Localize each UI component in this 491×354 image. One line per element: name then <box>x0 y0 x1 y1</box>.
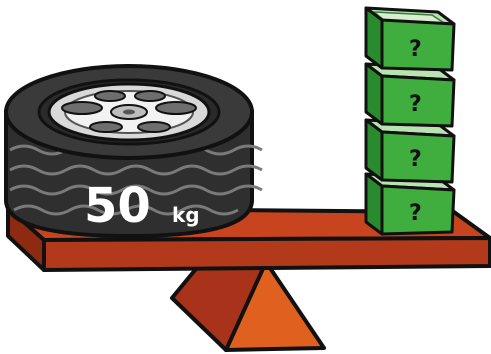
weight-unit: kg <box>172 203 200 227</box>
box-label: ? <box>409 92 422 117</box>
box-label: ? <box>409 201 422 226</box>
box-label: ? <box>409 147 422 172</box>
box-label: ? <box>409 37 422 62</box>
weight-value: 50 <box>84 178 151 234</box>
fulcrum <box>172 262 324 350</box>
